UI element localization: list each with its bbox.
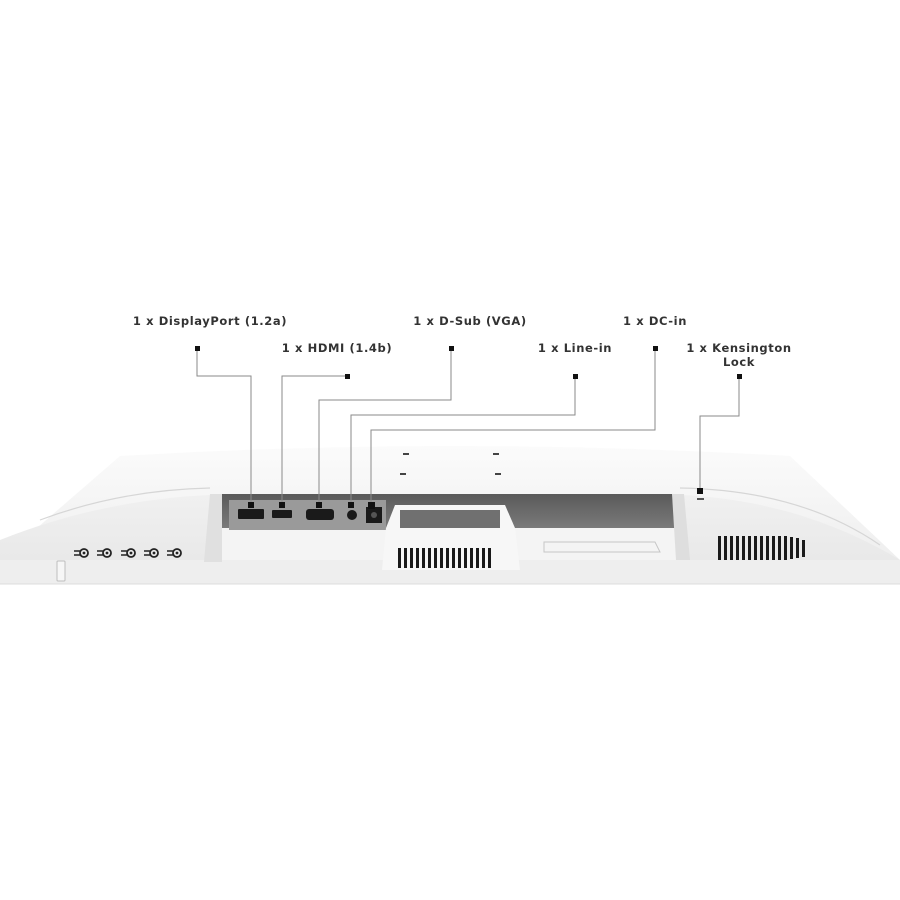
osd-buttons — [74, 548, 182, 558]
callout-dc-in: 1 x DC-in — [623, 314, 687, 328]
callout-dsub: 1 x D-Sub (VGA) — [413, 314, 527, 328]
displayport-port — [238, 509, 264, 519]
callout-kensington-lock: 1 x Kensington Lock — [686, 341, 792, 369]
callout-line-in: 1 x Line-in — [537, 341, 613, 355]
vent-center — [398, 548, 491, 568]
kensington-slot — [697, 498, 704, 500]
line-in-port — [347, 510, 357, 520]
callout-marker-icon — [345, 374, 350, 379]
callout-marker-icon — [653, 346, 658, 351]
callout-marker-icon — [195, 346, 200, 351]
callout-hdmi: 1 x HDMI (1.4b) — [281, 341, 393, 355]
port-markers — [248, 488, 703, 509]
hdmi-port — [272, 510, 292, 518]
callout-marker-icon — [573, 374, 578, 379]
callout-marker-icon — [737, 374, 742, 379]
power-switch — [56, 560, 66, 582]
callout-marker-icon — [449, 346, 454, 351]
vent-right — [718, 536, 805, 560]
vga-port — [306, 509, 334, 520]
callout-displayport: 1 x DisplayPort (1.2a) — [132, 314, 288, 328]
vesa-holes — [400, 453, 501, 475]
leader-lines — [196, 348, 740, 505]
